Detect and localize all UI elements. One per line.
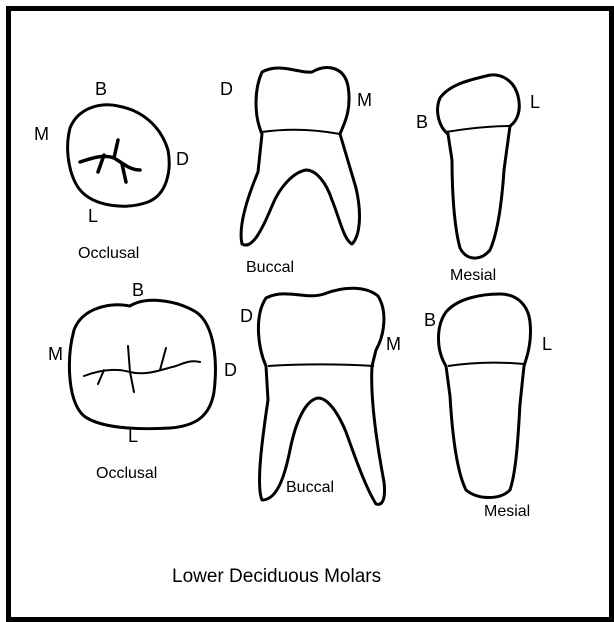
molar-2-occlusal-label-d: D: [224, 360, 237, 380]
molar-1-occlusal-label-b: B: [95, 79, 107, 99]
molar-2-mesial-caption: Mesial: [484, 503, 530, 520]
molar-1-buccal-label-m: M: [357, 90, 372, 110]
molar-2-buccal-caption: Buccal: [286, 479, 334, 496]
molar-1-occlusal-label-l: L: [88, 206, 98, 226]
molar-1-mesial-outline: [438, 75, 520, 258]
molar-1-buccal-outline: [241, 68, 359, 245]
molar-1-mesial-view: [438, 75, 520, 258]
molar-2-occlusal-label-l: L: [128, 426, 138, 446]
molar-1-buccal-label-d: D: [220, 79, 233, 99]
molar-1-mesial-label-b: B: [416, 112, 428, 132]
molar-2-mesial-outline: [439, 294, 531, 498]
figure-caption: Lower Deciduous Molars: [172, 566, 381, 587]
molar-1-occlusal-outline: [68, 105, 170, 206]
molar-1-occlusal-view: [68, 105, 170, 206]
molar-1-occlusal-caption: Occlusal: [78, 245, 139, 262]
molar-1-mesial-label-l: L: [530, 92, 540, 112]
molar-1-occlusal-label-d: D: [176, 149, 189, 169]
molar-2-occlusal-caption: Occlusal: [96, 465, 157, 482]
molar-2-mesial-label-l: L: [542, 334, 552, 354]
molar-2-occlusal-label-m: M: [48, 344, 63, 364]
molar-2-buccal-view: [258, 288, 384, 504]
molar-1-buccal-view: [241, 68, 359, 245]
molar-2-occlusal-view: [69, 300, 215, 428]
molar-2-buccal-outline: [258, 288, 384, 504]
molar-2-mesial-view: [439, 294, 531, 498]
molar-2-occlusal-outline: [69, 300, 215, 428]
molar-2-mesial-label-b: B: [424, 310, 436, 330]
molar-2-buccal-label-d: D: [240, 306, 253, 326]
molar-2-buccal-label-m: M: [386, 334, 401, 354]
molar-2-occlusal-label-b: B: [132, 280, 144, 300]
molar-1-mesial-caption: Mesial: [450, 267, 496, 284]
molar-1-occlusal-label-m: M: [34, 124, 49, 144]
molar-1-buccal-caption: Buccal: [246, 259, 294, 276]
